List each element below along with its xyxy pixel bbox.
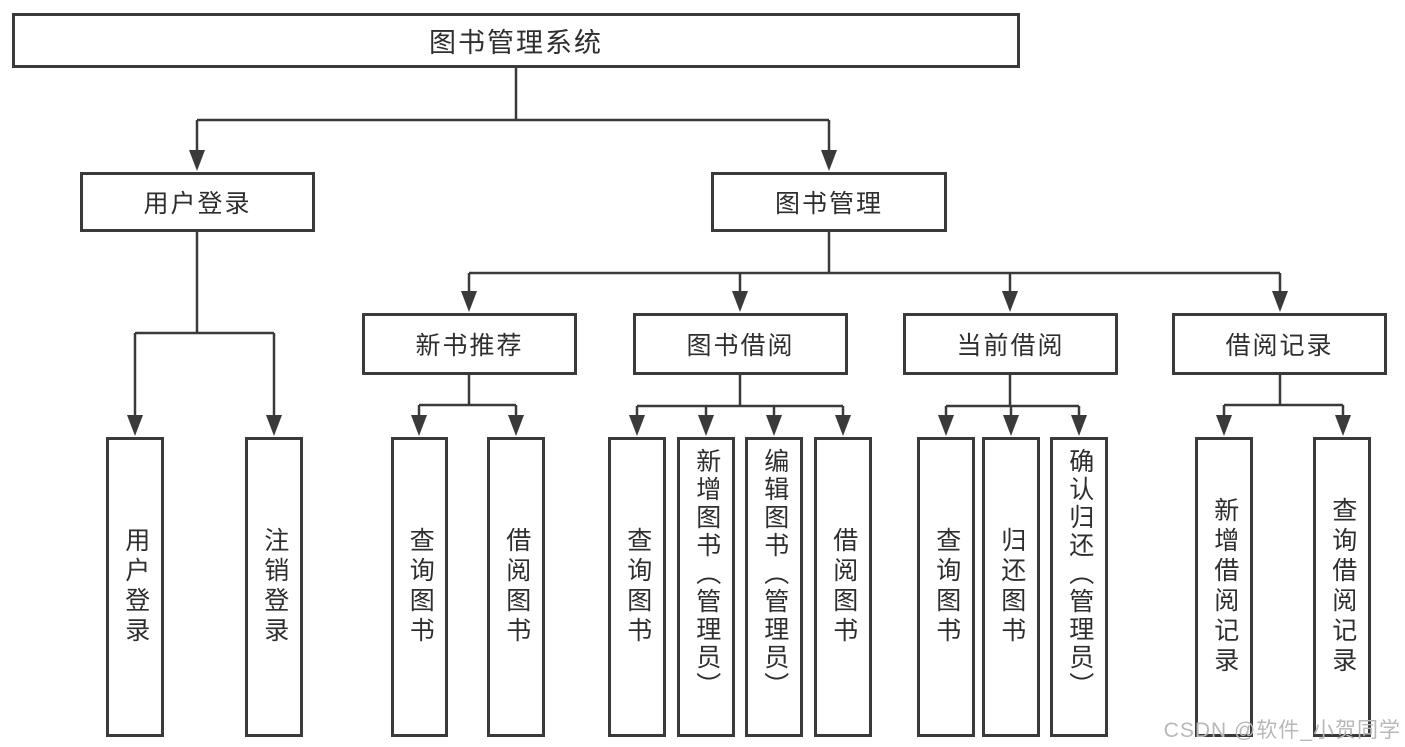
leaf-bb-query-books-label: 查询图书 — [623, 527, 652, 647]
leaf-nbr-borrow-books-label: 借阅图书 — [502, 527, 531, 647]
leaf-bb-borrow-books-label: 借阅图书 — [829, 527, 858, 647]
node-new-book-recommend-label: 新书推荐 — [415, 332, 524, 360]
leaf-nbr-query-books-label: 查询图书 — [406, 527, 435, 647]
leaf-bb-edit-books-admin-label: 编辑图书（管理员） — [760, 448, 789, 700]
leaf-cb-confirm-return-admin: 确认归还（管理员） — [1050, 437, 1108, 737]
leaf-logout-label: 注销登录 — [260, 527, 289, 647]
node-borrow-records: 借阅记录 — [1172, 313, 1387, 375]
leaf-cb-return-books: 归还图书 — [982, 437, 1040, 737]
leaf-bb-add-books-admin: 新增图书（管理员） — [677, 437, 735, 737]
leaf-br-query-record: 查询借阅记录 — [1313, 437, 1371, 737]
leaf-br-query-record-label: 查询借阅记录 — [1328, 497, 1357, 677]
leaf-nbr-query-books: 查询图书 — [391, 437, 448, 737]
leaf-cb-return-books-label: 归还图书 — [997, 527, 1026, 647]
leaf-br-add-record: 新增借阅记录 — [1195, 437, 1253, 737]
csdn-watermark: CSDN @软件_小贺同学 — [1163, 719, 1401, 742]
node-current-borrow: 当前借阅 — [903, 313, 1118, 375]
node-library-system: 图书管理系统 — [12, 13, 1020, 68]
leaf-cb-confirm-return-admin-label: 确认归还（管理员） — [1065, 448, 1094, 700]
leaf-user-login: 用户登录 — [106, 437, 164, 737]
leaf-user-login-label: 用户登录 — [121, 527, 150, 647]
node-book-management: 图书管理 — [711, 172, 947, 232]
leaf-bb-edit-books-admin: 编辑图书（管理员） — [745, 437, 803, 737]
leaf-logout: 注销登录 — [245, 437, 303, 737]
leaf-bb-query-books: 查询图书 — [608, 437, 666, 737]
node-current-borrow-label: 当前借阅 — [956, 332, 1065, 360]
leaf-br-add-record-label: 新增借阅记录 — [1210, 497, 1239, 677]
node-book-borrow-label: 图书借阅 — [686, 332, 795, 360]
leaf-nbr-borrow-books: 借阅图书 — [487, 437, 545, 737]
node-book-borrow: 图书借阅 — [633, 313, 848, 375]
leaf-cb-query-books-label: 查询图书 — [932, 527, 961, 647]
node-new-book-recommend: 新书推荐 — [362, 313, 577, 375]
leaf-bb-borrow-books: 借阅图书 — [814, 437, 872, 737]
node-borrow-records-label: 借阅记录 — [1225, 332, 1334, 360]
node-user-login: 用户登录 — [80, 172, 315, 232]
node-library-system-label: 图书管理系统 — [429, 28, 603, 58]
leaf-cb-query-books: 查询图书 — [917, 437, 975, 737]
node-book-management-label: 图书管理 — [774, 190, 883, 218]
node-user-login-label: 用户登录 — [143, 190, 252, 218]
leaf-bb-add-books-admin-label: 新增图书（管理员） — [692, 448, 721, 700]
